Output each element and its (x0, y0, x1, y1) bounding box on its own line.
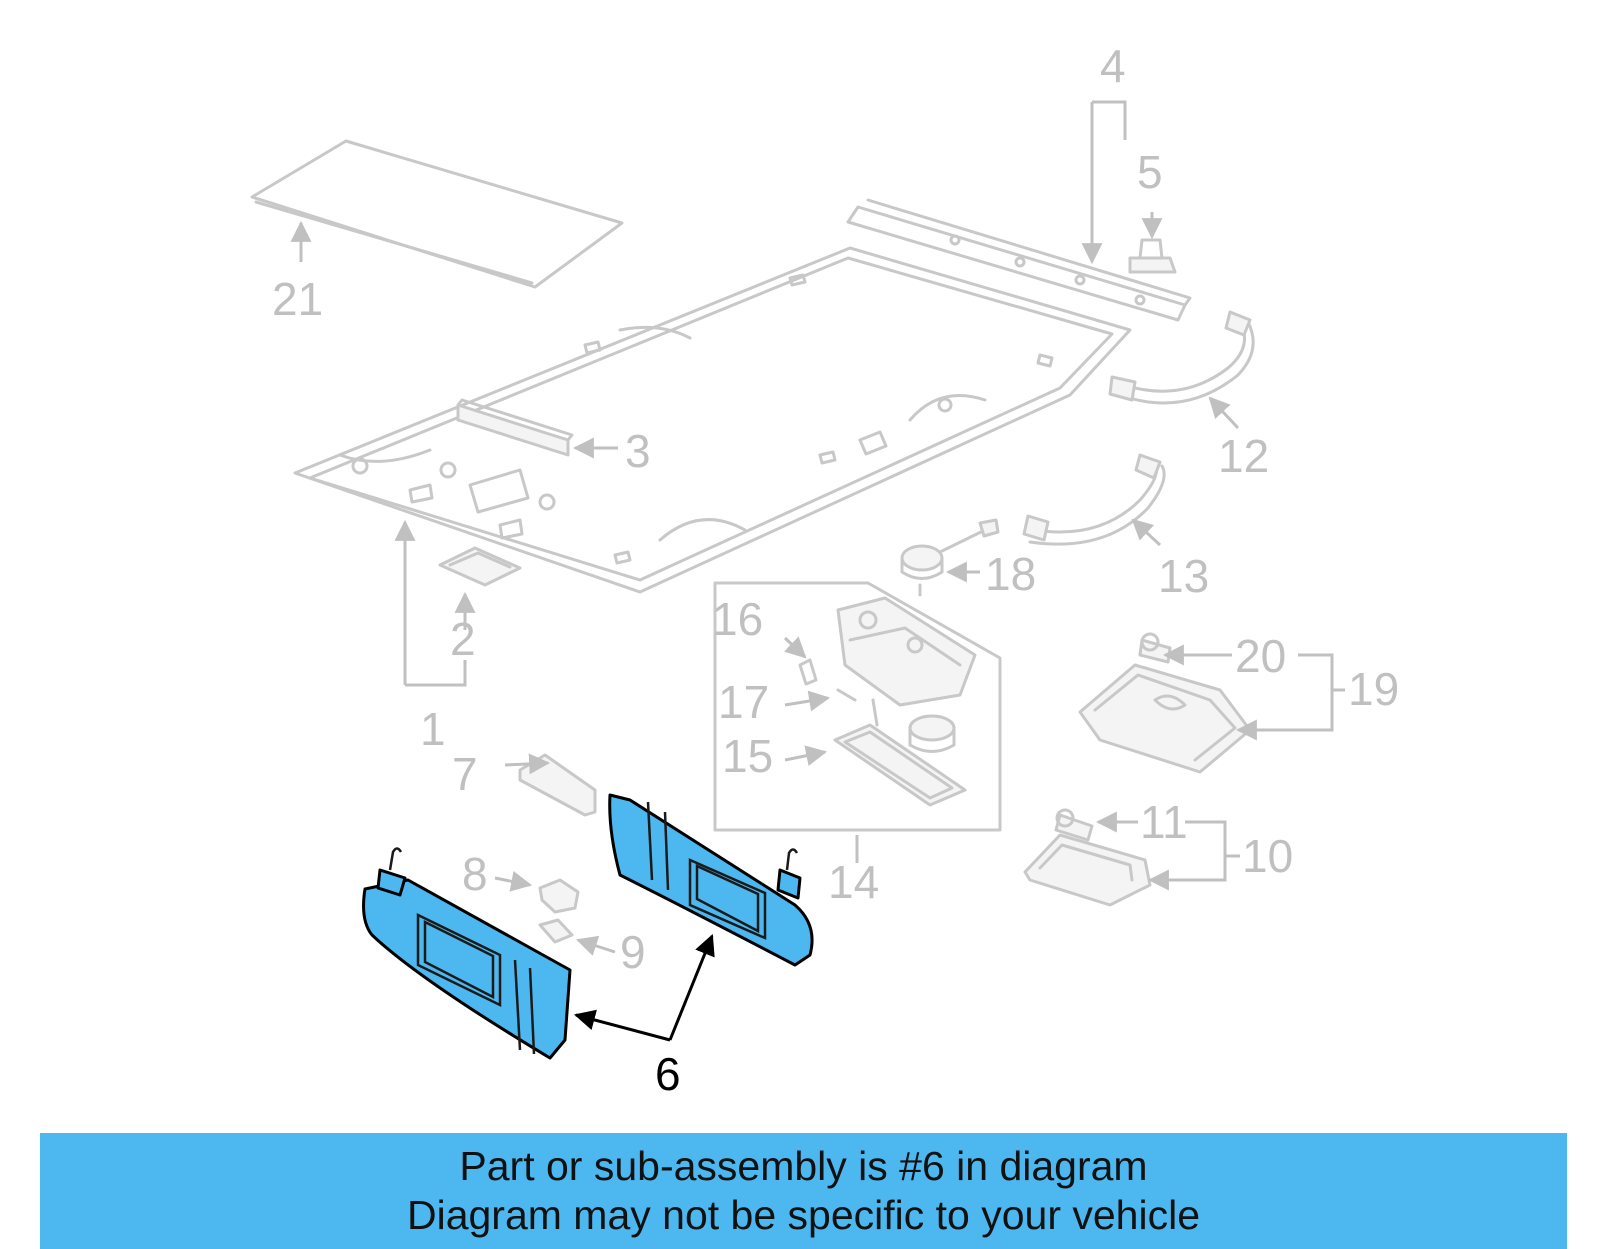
callout-labels: 21 4 5 3 12 13 18 2 1 16 17 15 14 20 19 … (272, 40, 1399, 1100)
part-13-grab-handle (1022, 453, 1166, 546)
callout-14: 14 (828, 856, 879, 908)
part-9-cap (538, 918, 574, 944)
part-5-clip (1128, 238, 1177, 274)
part-10-courtesy-lamp (1023, 833, 1152, 907)
part-14-console-group (713, 581, 1002, 832)
part-18-sensor (900, 518, 1000, 597)
callout-17: 17 (718, 676, 769, 728)
banner-line-part: Part or sub-assembly is #6 in diagram (459, 1142, 1148, 1189)
part-21-sunshade-panel (250, 139, 624, 289)
banner-line-disclaimer: Diagram may not be specific to your vehi… (406, 1192, 1200, 1238)
callout-13: 13 (1158, 550, 1209, 602)
part-20-bulb (1138, 632, 1172, 664)
callout-1: 1 (420, 703, 446, 755)
callout-5: 5 (1137, 146, 1163, 198)
callout-4: 4 (1100, 40, 1126, 92)
callout-12: 12 (1218, 430, 1269, 482)
callout-7: 7 (452, 748, 478, 800)
part-12-grab-handle (1108, 310, 1255, 405)
part-3-foam-strip (456, 398, 574, 457)
part-4-roof-rail (846, 198, 1192, 322)
leader-lines (290, 100, 1345, 1042)
part-8-clip (538, 878, 580, 914)
part-11-bulb (1054, 808, 1094, 842)
callout-8: 8 (462, 848, 488, 900)
callout-9: 9 (620, 926, 646, 978)
callout-6: 6 (655, 1048, 681, 1100)
part-2-lamp (438, 546, 522, 587)
callout-2: 2 (450, 613, 476, 665)
callout-16: 16 (712, 593, 763, 645)
part-6-sun-visor-left (362, 847, 572, 1060)
callout-10: 10 (1242, 830, 1293, 882)
info-banner: Part or sub-assembly is #6 in diagram Di… (40, 1133, 1567, 1249)
callout-19: 19 (1348, 663, 1399, 715)
callout-11: 11 (1140, 796, 1188, 848)
callout-20: 20 (1235, 630, 1286, 682)
callout-15: 15 (722, 730, 773, 782)
part-19-overhead-lamp (1078, 663, 1252, 774)
callout-21: 21 (272, 273, 323, 325)
part-6-sun-visor-right (608, 793, 814, 967)
callout-18: 18 (985, 548, 1036, 600)
callout-3: 3 (625, 425, 651, 477)
part-1-headliner (293, 246, 1132, 594)
